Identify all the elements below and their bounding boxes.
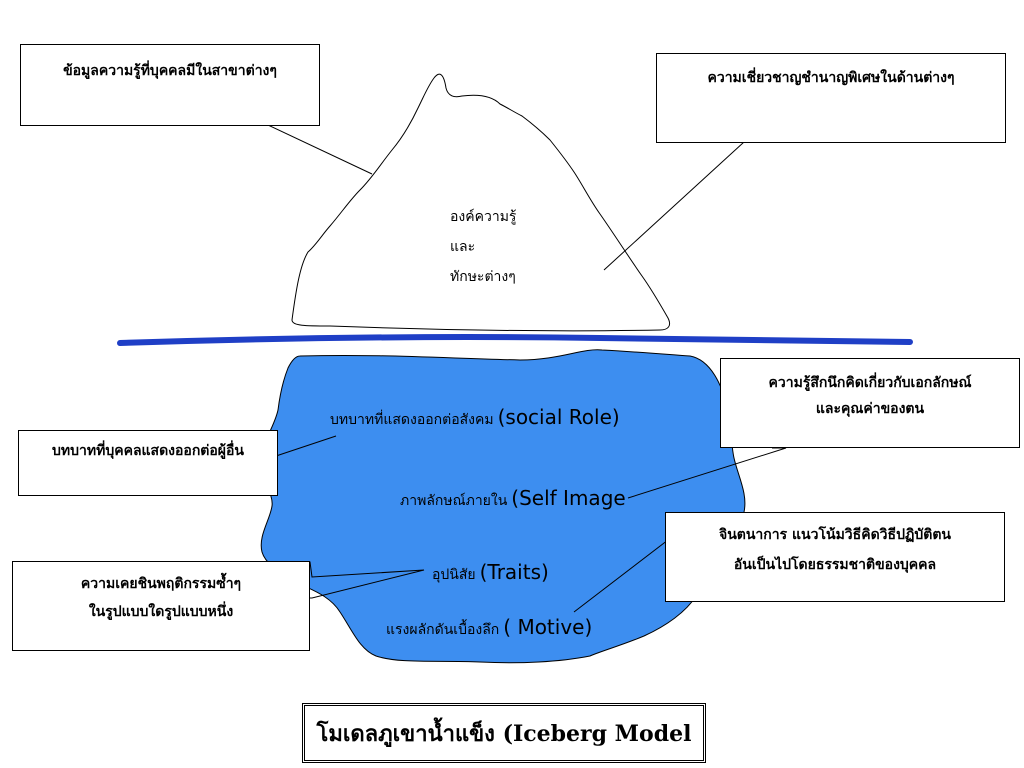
callout-skill-text: ความเชี่ยวชาญชำนาญพิเศษในด้านต่างๆ xyxy=(707,70,955,86)
social-role-pointer xyxy=(275,435,337,457)
callout-traits-line: ความเคยชินพฤติกรรมซ้ำๆ xyxy=(80,576,242,592)
callout-traits: ความเคยชินพฤติกรรมซ้ำๆ ในรูปแบบใดรูปแบบห… xyxy=(12,561,310,651)
callout-motive-line: อันเป็นไปโดยธรรมชาติของบุคคล xyxy=(733,557,937,573)
callout-knowledge: ข้อมูลความรู้ที่บุคคลมีในสาขาต่างๆ xyxy=(20,44,320,126)
callout-knowledge-text: ข้อมูลความรู้ที่บุคคลมีในสาขาต่างๆ xyxy=(63,63,277,79)
tip-line: ทักษะต่างๆ xyxy=(450,269,516,285)
callout-self-image: ความรู้สึกนึกคิดเกี่ยวกับเอกลักษณ์ และคุ… xyxy=(720,358,1020,448)
self-image-pointer xyxy=(627,447,787,499)
iceberg-tip-shape xyxy=(291,73,671,332)
layer-traits-th: อุปนิสัย xyxy=(432,567,476,583)
layer-motive: แรงผลักดันเบื้องลึก ( Motive) xyxy=(386,615,592,641)
knowledge-pointer xyxy=(210,124,373,175)
skill-pointer xyxy=(603,141,746,271)
tip-line: องค์ความรู้ xyxy=(450,209,517,225)
layer-motive-en: ( Motive) xyxy=(503,615,593,639)
layer-social-role-th: บทบาทที่แสดงออกต่อสังคม xyxy=(330,412,494,428)
callout-motive: จินตนาการ แนวโน้มวิธีคิดวิธีปฏิบัติตน อั… xyxy=(665,512,1005,602)
callout-traits-line: ในรูปแบบใดรูปแบบหนึ่ง xyxy=(88,604,234,620)
water-line xyxy=(117,334,913,346)
layer-self-image-th: ภาพลักษณ์ภายใน xyxy=(400,493,508,509)
tip-line: และ xyxy=(450,239,476,255)
layer-self-image-en: (Self Image xyxy=(511,486,626,510)
layer-social-role-en: (social Role) xyxy=(497,405,620,429)
callout-motive-line: จินตนาการ แนวโน้มวิธีคิดวิธีปฏิบัติตน xyxy=(719,527,951,543)
layer-traits: อุปนิสัย (Traits) xyxy=(432,560,549,586)
callout-skill: ความเชี่ยวชาญชำนาญพิเศษในด้านต่างๆ xyxy=(656,53,1006,143)
callout-self-image-line: ความรู้สึกนึกคิดเกี่ยวกับเอกลักษณ์ xyxy=(768,375,972,391)
tip-label: องค์ความรู้ และ ทักษะต่างๆ xyxy=(450,202,516,292)
diagram-title: โมเดลภูเขาน้ำแข็ง (Iceberg Model xyxy=(302,703,706,763)
callout-self-image-line: และคุณค่าของตน xyxy=(815,401,925,417)
layer-traits-en: (Traits) xyxy=(479,560,549,584)
callout-social-role: บทบาทที่บุคคลแสดงออกต่อผู้อื่น xyxy=(18,430,278,496)
layer-social-role: บทบาทที่แสดงออกต่อสังคม (social Role) xyxy=(330,405,620,431)
layer-self-image: ภาพลักษณ์ภายใน (Self Image xyxy=(400,486,626,512)
callout-social-role-text: บทบาทที่บุคคลแสดงออกต่อผู้อื่น xyxy=(52,443,244,459)
layer-motive-th: แรงผลักดันเบื้องลึก xyxy=(386,622,500,638)
